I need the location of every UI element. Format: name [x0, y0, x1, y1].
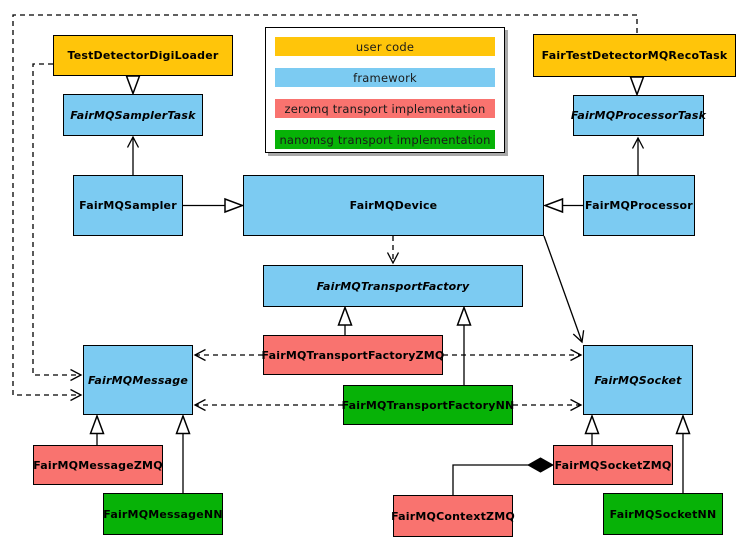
legend-item-nanomsg: nanomsg transport implementation — [275, 130, 495, 149]
node-label: TestDetectorDigiLoader — [67, 49, 219, 62]
node-fairmqsocketzmq: FairMQSocketZMQ — [553, 445, 673, 485]
legend-item-framework: framework — [275, 68, 495, 87]
node-label: FairMQSamplerTask — [70, 108, 196, 122]
node-fairmqsampler: FairMQSampler — [73, 175, 183, 236]
node-label: FairMQMessageNN — [103, 507, 223, 521]
node-label: FairMQProcessorTask — [570, 109, 707, 122]
edge-recotask-depends-message — [12, 14, 638, 402]
node-fairmqmessagenn: FairMQMessageNN — [103, 493, 223, 535]
node-fairmqdevice: FairMQDevice — [243, 175, 544, 236]
node-label: FairMQMessage — [87, 373, 189, 387]
composition-diamond — [526, 457, 555, 473]
node-fairmqprocessortask: FairMQProcessorTask — [570, 95, 707, 136]
node-fairmqprocessor: FairMQProcessor — [583, 175, 695, 236]
node-fairmqcontextzmq: FairMQContextZMQ — [391, 495, 515, 537]
node-label: FairMQContextZMQ — [391, 509, 515, 523]
node-fairmqmessagezmq: FairMQMessageZMQ — [33, 445, 163, 485]
legend-item-zeromq: zeromq transport implementation — [275, 99, 495, 118]
node-label: FairMQSocketNN — [609, 507, 717, 521]
edge-contextzmq-composition-socketzmq — [452, 464, 529, 495]
node-label: FairTestDetectorMQRecoTask — [541, 49, 728, 62]
node-testdetectordigiloader: TestDetectorDigiLoader — [53, 35, 233, 76]
node-fairmqmessage: FairMQMessage — [83, 345, 193, 415]
node-label: FairMQSampler — [79, 199, 177, 212]
node-fairmqtransportfactorynn: FairMQTransportFactoryNN — [341, 385, 515, 425]
node-fairmqtransportfactory: FairMQTransportFactory — [263, 265, 523, 307]
node-fairtestdetectormqrecotask: FairTestDetectorMQRecoTask — [533, 34, 736, 77]
node-fairmqsocketnn: FairMQSocketNN — [603, 493, 723, 535]
node-label: FairMQSocket — [594, 373, 682, 387]
legend: user code framework zeromq transport imp… — [265, 27, 505, 153]
node-label: FairMQProcessor — [585, 199, 693, 212]
edge-device-uses-socket — [543, 235, 585, 344]
node-label: FairMQTransportFactoryNN — [341, 398, 515, 412]
node-label: FairMQSocketZMQ — [554, 458, 672, 472]
node-fairmqsocket: FairMQSocket — [583, 345, 693, 415]
node-label: FairMQDevice — [349, 199, 438, 212]
legend-item-user-code: user code — [275, 37, 495, 56]
node-label: FairMQTransportFactory — [316, 279, 470, 293]
node-fairmqtransportfactoryzmq: FairMQTransportFactoryZMQ — [261, 335, 445, 375]
node-label: FairMQMessageZMQ — [33, 458, 163, 472]
node-label: FairMQTransportFactoryZMQ — [261, 348, 445, 362]
edge-digiloader-depends-message — [32, 63, 83, 382]
node-fairmqsamplertask: FairMQSamplerTask — [63, 94, 203, 136]
